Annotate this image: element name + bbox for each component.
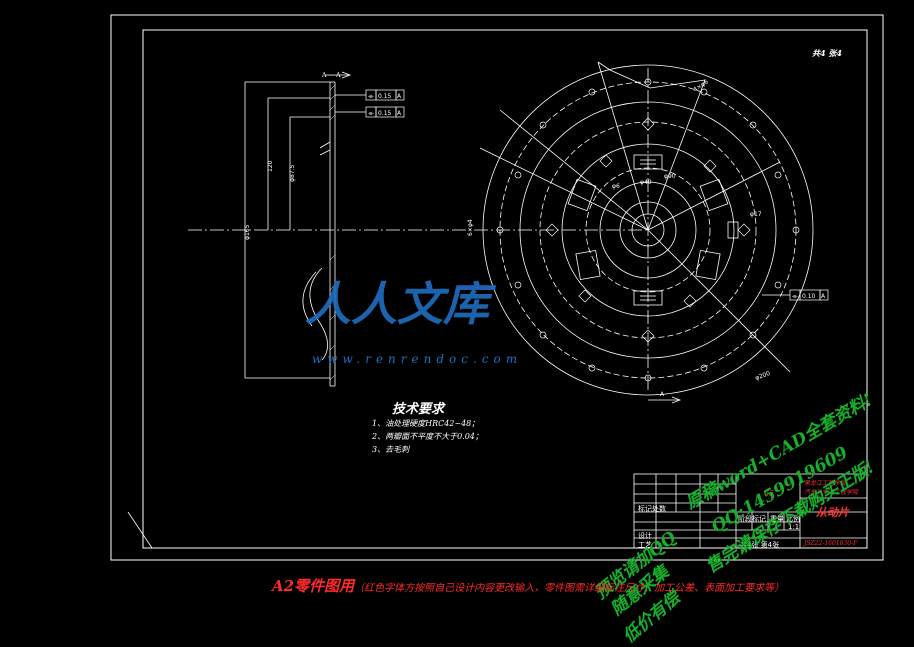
tb-row-design: 设计 <box>638 532 652 540</box>
tol3-symbol: ⌯ <box>792 292 798 300</box>
caption-title: A2零件图用 <box>272 577 355 595</box>
tb-company: 黑龙江工程学院 <box>804 480 847 487</box>
tb-stage-label: 阶段标记 <box>738 515 766 523</box>
tb-scale-label: 比例 <box>786 515 800 523</box>
tech-requirements-title: 技术要求 <box>392 402 445 417</box>
dim-front-3: φ40 <box>640 179 652 186</box>
outer-border <box>110 14 884 561</box>
dim-front-5: φ17 <box>750 211 762 218</box>
tolerance-frame-1 <box>335 89 405 101</box>
title-block <box>633 473 868 549</box>
tol3-value: 0.10 <box>802 293 816 300</box>
slots <box>567 154 739 306</box>
tolerance-frame-3 <box>762 289 829 301</box>
tb-material: 65 <box>764 489 775 498</box>
tolerance-frame-2 <box>335 106 405 118</box>
tech-requirement-1: 1、油处理硬度HRC42~48； <box>372 419 480 428</box>
dim-front-2: φ90 <box>664 173 676 180</box>
dim-front-6: φ200 <box>754 370 771 382</box>
section-label: A — A <box>321 72 341 79</box>
section-view <box>188 71 648 387</box>
inner-border <box>142 29 868 549</box>
section-arrow-a <box>648 396 682 404</box>
tol1-symbol: ⌯ <box>368 92 374 100</box>
tol3-datum: A <box>821 293 826 300</box>
tb-row-process: 工艺 <box>638 541 652 549</box>
section-label-b: A <box>660 391 665 398</box>
dim-87: φ87.5 <box>289 165 296 183</box>
tb-department: 汽车与交通工程学院 <box>804 489 859 496</box>
front-view <box>479 61 814 396</box>
tb-scale-value: 1:1 <box>788 523 800 531</box>
dim-120: 120 <box>267 160 274 172</box>
dim-front-7: 6×φ4 <box>467 219 474 236</box>
tech-requirement-3: 3、去毛刺 <box>372 445 410 454</box>
tol2-symbol: ⌯ <box>368 109 374 117</box>
watermark-logo-text: 人人文库 <box>305 277 489 331</box>
dim-165: φ165 <box>244 224 251 240</box>
sheet-label: 共4 张4 <box>812 48 842 58</box>
caption: A2零件图用（红色字体方按照自己设计内容更改输入，零件图需详细标注尺寸、加工公差… <box>272 578 832 597</box>
tol1-datum: A <box>397 93 402 100</box>
caption-text: （红色字体方按照自己设计内容更改输入，零件图需详细标注尺寸、加工公差、表面加工要… <box>354 583 785 594</box>
tb-drawing-no: JSZ22-1601030-F <box>804 540 858 547</box>
watermark-url: www.renrendoc.com <box>312 352 523 366</box>
tol2-value: 0.15 <box>378 110 392 117</box>
tol2-datum: A <box>397 110 402 117</box>
tech-requirement-2: 2、两瓣面不平度不大于0.04； <box>372 432 483 441</box>
part-name: 从动片 <box>816 506 849 519</box>
tb-sheets: 共4张 第4张 <box>740 541 780 549</box>
tb-weight-label: 重量 <box>770 515 784 523</box>
tol1-value: 0.15 <box>378 93 392 100</box>
tb-row-label: 标记处数 <box>638 505 666 513</box>
bolt-holes <box>496 78 800 382</box>
dim-front-4: φ6 <box>612 183 620 190</box>
